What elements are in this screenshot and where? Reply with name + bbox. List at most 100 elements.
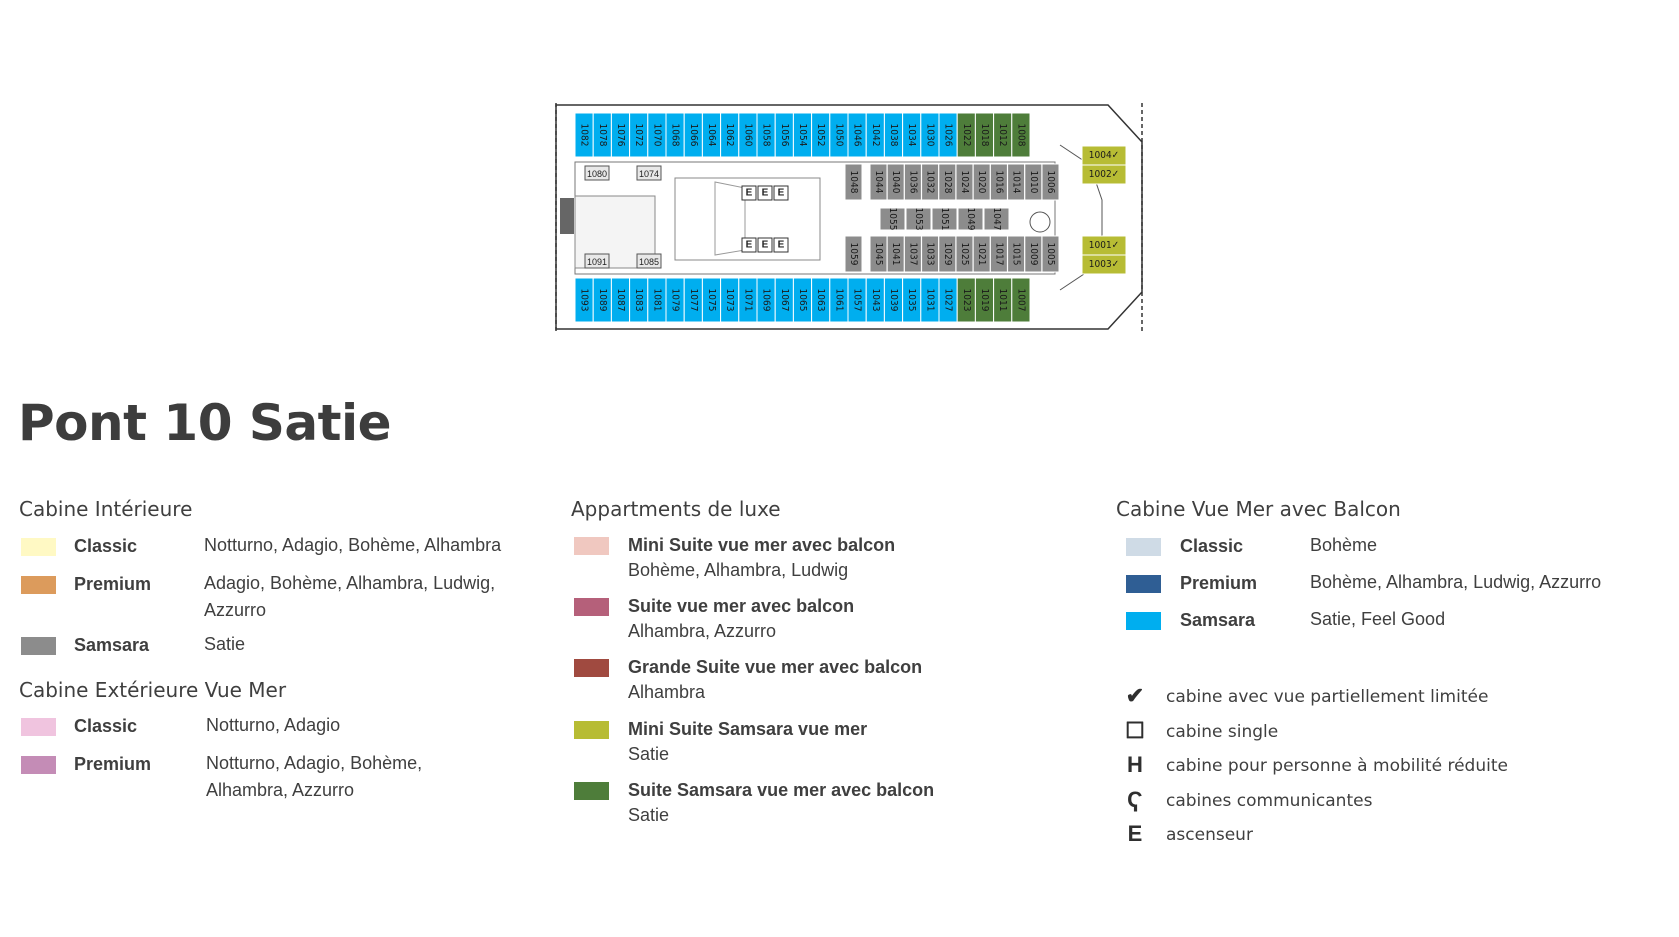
cabin-1026[interactable]: 1026 bbox=[938, 112, 958, 158]
cabin-1025[interactable]: 1025 bbox=[955, 235, 974, 273]
cabin-1024[interactable]: 1024 bbox=[955, 163, 974, 201]
cabin-1072[interactable]: 1072 bbox=[629, 112, 649, 158]
single-cabin-1074[interactable]: 1074 bbox=[636, 165, 662, 181]
single-cabin-1085[interactable]: 1085 bbox=[636, 253, 662, 269]
cabin-1012[interactable]: 1012 bbox=[993, 112, 1013, 158]
cabin-1027[interactable]: 1027 bbox=[938, 277, 958, 323]
single-cabin-shape bbox=[636, 165, 662, 181]
cabin-1023[interactable]: 1023 bbox=[956, 277, 976, 323]
cabin-1032[interactable]: 1032 bbox=[921, 163, 940, 201]
cabin-1015[interactable]: 1015 bbox=[1007, 235, 1026, 273]
cabin-1093[interactable]: 1093 bbox=[574, 277, 594, 323]
cabin-1009[interactable]: 1009 bbox=[1024, 235, 1043, 273]
cabin-1082[interactable]: 1082 bbox=[574, 112, 594, 158]
cabin-1016[interactable]: 1016 bbox=[989, 163, 1008, 201]
cabin-1037[interactable]: 1037 bbox=[903, 235, 922, 273]
cabin-bow-0[interactable]: 1004✓ bbox=[1081, 145, 1127, 166]
cabin-1075[interactable]: 1075 bbox=[701, 277, 722, 323]
cabin-1029[interactable]: 1029 bbox=[938, 235, 957, 273]
cabin-1019[interactable]: 1019 bbox=[974, 277, 995, 323]
cabin-1044-number: 1044 bbox=[873, 171, 884, 194]
cabin-1073[interactable]: 1073 bbox=[720, 277, 740, 323]
cabin-1020[interactable]: 1020 bbox=[972, 163, 991, 201]
cabin-1033[interactable]: 1033 bbox=[921, 235, 940, 273]
cabin-1039[interactable]: 1039 bbox=[883, 277, 904, 323]
cabin-1089[interactable]: 1089 bbox=[592, 277, 612, 323]
cabin-1045[interactable]: 1045 bbox=[869, 235, 888, 273]
cabin-1087[interactable]: 1087 bbox=[610, 277, 631, 323]
cabin-1007[interactable]: 1007 bbox=[1011, 277, 1031, 323]
cabin-1050[interactable]: 1050 bbox=[829, 112, 849, 158]
cabin-bow-3[interactable]: 1003✓ bbox=[1081, 254, 1127, 275]
cabin-1063[interactable]: 1063 bbox=[811, 277, 831, 323]
single-cabin-1091[interactable]: 1091 bbox=[584, 253, 610, 269]
cabin-1043[interactable]: 1043 bbox=[865, 277, 885, 323]
cabin-bow-1[interactable]: 1002✓ bbox=[1081, 164, 1127, 185]
cabin-1047[interactable]: 1047 bbox=[983, 207, 1010, 231]
cabin-1040[interactable]: 1040 bbox=[886, 163, 905, 201]
cabin-1081[interactable]: 1081 bbox=[647, 277, 667, 323]
cabin-1059[interactable]: 1059 bbox=[844, 235, 863, 273]
cabin-1055[interactable]: 1055 bbox=[879, 207, 906, 231]
cabin-1017[interactable]: 1017 bbox=[989, 235, 1008, 273]
cabin-1060[interactable]: 1060 bbox=[738, 112, 758, 158]
h-icon: H bbox=[1127, 752, 1143, 777]
cabin-1022[interactable]: 1022 bbox=[956, 112, 976, 158]
cabin-1021[interactable]: 1021 bbox=[972, 235, 991, 273]
cabin-1049[interactable]: 1049 bbox=[957, 207, 984, 231]
cabin-1051[interactable]: 1051 bbox=[931, 207, 958, 231]
cabin-1058[interactable]: 1058 bbox=[756, 112, 776, 158]
cabin-1010[interactable]: 1010 bbox=[1024, 163, 1043, 201]
cabin-1069[interactable]: 1069 bbox=[756, 277, 776, 323]
cabin-1064-number: 1064 bbox=[706, 124, 717, 147]
cabin-1064[interactable]: 1064 bbox=[701, 112, 722, 158]
cabin-1065[interactable]: 1065 bbox=[792, 277, 813, 323]
single-cabin-1080[interactable]: 1080 bbox=[584, 165, 610, 181]
cabin-1077[interactable]: 1077 bbox=[683, 277, 703, 323]
cabin-1054[interactable]: 1054 bbox=[792, 112, 813, 158]
cabin-bow-2[interactable]: 1001✓ bbox=[1081, 235, 1127, 256]
cabin-1052[interactable]: 1052 bbox=[811, 112, 831, 158]
cabin-1014[interactable]: 1014 bbox=[1007, 163, 1026, 201]
cabin-1056[interactable]: 1056 bbox=[774, 112, 794, 158]
cabin-1035[interactable]: 1035 bbox=[902, 277, 922, 323]
cabin-1048[interactable]: 1048 bbox=[844, 163, 863, 201]
symbol-description: ascenseur bbox=[1166, 825, 1253, 845]
cabin-1036[interactable]: 1036 bbox=[903, 163, 922, 201]
cabin-1018[interactable]: 1018 bbox=[974, 112, 995, 158]
cabin-1042[interactable]: 1042 bbox=[865, 112, 885, 158]
cabin-1011[interactable]: 1011 bbox=[993, 277, 1013, 323]
cabin-1028[interactable]: 1028 bbox=[938, 163, 957, 201]
cabin-1071[interactable]: 1071 bbox=[738, 277, 758, 323]
cabin-1006[interactable]: 1006 bbox=[1041, 163, 1060, 201]
cabin-1070[interactable]: 1070 bbox=[647, 112, 667, 158]
cabin-1005[interactable]: 1005 bbox=[1041, 235, 1060, 273]
cabin-1079[interactable]: 1079 bbox=[665, 277, 685, 323]
cabin-1062-number: 1062 bbox=[724, 124, 735, 147]
cabin-1052-number: 1052 bbox=[815, 124, 826, 147]
cabin-1068[interactable]: 1068 bbox=[665, 112, 685, 158]
cabin-1008[interactable]: 1008 bbox=[1011, 112, 1031, 158]
elevator-icon: E bbox=[778, 240, 785, 251]
cabin-1046[interactable]: 1046 bbox=[847, 112, 867, 158]
cabin-1067[interactable]: 1067 bbox=[774, 277, 794, 323]
cabin-1053[interactable]: 1053 bbox=[905, 207, 932, 231]
cabin-1034[interactable]: 1034 bbox=[902, 112, 922, 158]
cabin-1030[interactable]: 1030 bbox=[920, 112, 940, 158]
cabin-1017-number: 1017 bbox=[993, 243, 1004, 266]
cabin-1083[interactable]: 1083 bbox=[629, 277, 649, 323]
cabin-1063-number: 1063 bbox=[815, 289, 826, 312]
legend-value: Bohème bbox=[1310, 535, 1378, 555]
cabin-1041-number: 1041 bbox=[890, 243, 901, 266]
cabin-1066[interactable]: 1066 bbox=[683, 112, 703, 158]
cabin-1038[interactable]: 1038 bbox=[883, 112, 904, 158]
cabin-1041[interactable]: 1041 bbox=[886, 235, 905, 273]
cabin-1061[interactable]: 1061 bbox=[829, 277, 849, 323]
cabin-1044[interactable]: 1044 bbox=[869, 163, 888, 201]
cabin-1057[interactable]: 1057 bbox=[847, 277, 867, 323]
cabin-1031[interactable]: 1031 bbox=[920, 277, 940, 323]
cabin-1062[interactable]: 1062 bbox=[720, 112, 740, 158]
cabin-1078[interactable]: 1078 bbox=[592, 112, 612, 158]
cabin-1068-number: 1068 bbox=[670, 124, 681, 147]
cabin-1076[interactable]: 1076 bbox=[610, 112, 631, 158]
